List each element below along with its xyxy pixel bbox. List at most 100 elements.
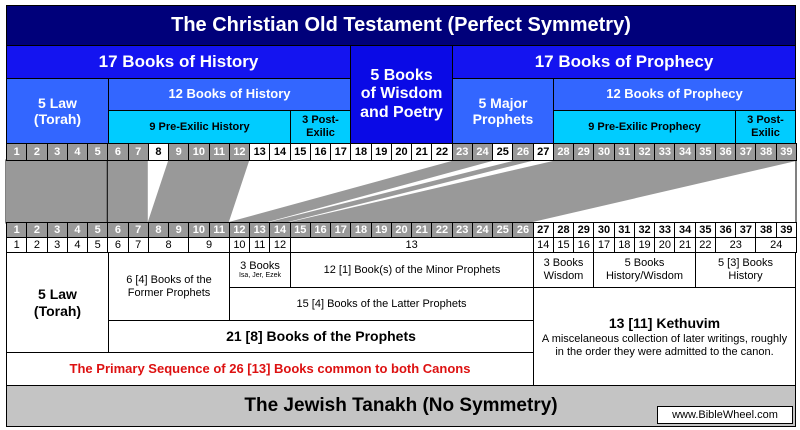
reordered-book-number: 35 [694, 222, 716, 238]
reordered-book-number: 6 [107, 222, 129, 238]
kethuvim: 13 [11] Kethuvim A miscelaneous collecti… [533, 287, 796, 386]
tanakh-book-number: 19 [633, 237, 656, 253]
christian-book-number: 26 [512, 143, 534, 161]
christian-book-number: 38 [755, 143, 777, 161]
reordered-book-number: 3 [46, 222, 68, 238]
christian-book-number: 22 [431, 143, 453, 161]
tanakh-book-number: 8 [147, 237, 190, 253]
former-prophets: 6 [4] Books of the Former Prophets [108, 252, 230, 321]
reordered-book-number: 1 [6, 222, 28, 238]
three-books-sub: Isa, Jer, Ezek [238, 272, 282, 280]
christian-title: The Christian Old Testament (Perfect Sym… [6, 5, 796, 46]
book-mapping-shape [269, 161, 532, 222]
reordered-book-number: 39 [775, 222, 797, 238]
reordered-book-number: 4 [66, 222, 89, 238]
christian-book-number: 19 [370, 143, 392, 161]
three-major-books: 3 Books Isa, Jer, Ezek [229, 252, 291, 288]
law-line1: 5 Law [38, 94, 77, 111]
three-books-label: 3 Books [240, 259, 280, 272]
kethuvim-title: 13 [11] Kethuvim [608, 314, 721, 331]
reordered-book-number: 8 [147, 222, 170, 238]
histwis-line1: 5 Books [624, 257, 665, 270]
reordered-book-number: 22 [431, 222, 453, 238]
tanakh-book-number: 12 [269, 237, 291, 253]
law-torah-header: 5 Law (Torah) [6, 78, 109, 144]
former-line2: Former Prophets [127, 286, 211, 299]
tanakh-book-number: 2 [26, 237, 48, 253]
website-label: www.BibleWheel.com [657, 406, 793, 424]
prophets-21: 21 [8] Books of the Prophets [108, 320, 534, 353]
reordered-book-number: 37 [735, 222, 757, 238]
christian-book-number: 12 [228, 143, 251, 161]
tanakh-book-number: 13 [289, 237, 534, 253]
tanakh-book-number: 6 [107, 237, 129, 253]
kethuvim-description: A miscelaneous collection of later writi… [541, 332, 788, 358]
christian-book-number: 10 [188, 143, 210, 161]
post-exilic-history: 3 Post- Exilic [290, 110, 351, 144]
tanakh-book-number: 21 [674, 237, 696, 253]
histwis-line2: History/Wisdom [605, 270, 683, 282]
christian-book-number: 25 [492, 143, 514, 161]
christian-book-number: 21 [411, 143, 433, 161]
hist-line2: History [728, 270, 763, 282]
christian-book-number: 30 [593, 143, 615, 161]
tanakh-book-number: 1 [6, 237, 28, 253]
tanakh-law-torah: 5 Law (Torah) [6, 252, 109, 353]
law-line2: (Torah) [33, 111, 82, 127]
reordered-book-number: 36 [714, 222, 737, 238]
reordered-book-number: 7 [127, 222, 149, 238]
tanakh-book-number: 5 [87, 237, 109, 253]
book-mapping-shape [289, 161, 796, 222]
wisdom-line2: of Wisdom [360, 85, 443, 103]
reordered-book-number: 14 [269, 222, 291, 238]
christian-book-number: 17 [330, 143, 352, 161]
reordered-book-number: 31 [613, 222, 635, 238]
reordered-book-number: 30 [593, 222, 615, 238]
christian-book-number: 32 [633, 143, 656, 161]
wisdom-line1: 5 Books [370, 66, 433, 84]
reordered-book-number: 12 [228, 222, 251, 238]
tanakh-book-number: 23 [714, 237, 757, 253]
major-prophets-header: 5 Major Prophets [452, 78, 554, 144]
tanakh-book-number: 18 [613, 237, 635, 253]
christian-book-number: 27 [532, 143, 554, 161]
latter-prophets: 15 [4] Books of the Latter Prophets [229, 287, 534, 321]
reordered-book-number: 17 [330, 222, 352, 238]
history-wisdom-5: 5 Books History/Wisdom [593, 252, 696, 288]
tanakh-book-number: 7 [127, 237, 149, 253]
christian-book-number: 6 [107, 143, 129, 161]
reordered-book-number: 34 [674, 222, 696, 238]
christian-book-number: 7 [127, 143, 149, 161]
tanakh-book-number: 15 [552, 237, 575, 253]
christian-book-number: 35 [694, 143, 716, 161]
wisdom-poetry-header: 5 Books of Wisdom and Poetry [350, 45, 453, 144]
reordered-book-number: 24 [471, 222, 494, 238]
christian-book-number: 34 [674, 143, 696, 161]
christian-book-number: 39 [775, 143, 797, 161]
book-mapping-shape [228, 161, 493, 222]
reordered-book-number: 5 [87, 222, 109, 238]
reordered-book-number: 11 [208, 222, 230, 238]
reordered-book-number: 26 [512, 222, 534, 238]
christian-book-number: 29 [573, 143, 595, 161]
wisdom-line1: 3 Books [543, 257, 584, 270]
wisdom-line2: Wisdom [543, 270, 584, 282]
pre-exilic-history: 9 Pre-Exilic History [108, 110, 291, 144]
reordered-book-number: 27 [532, 222, 554, 238]
history-12-header: 12 Books of History [108, 78, 351, 111]
hist-line1: 5 [3] Books [717, 257, 774, 270]
reordered-book-number: 29 [573, 222, 595, 238]
law-line1: 5 Law [38, 286, 77, 303]
tanakh-book-number: 3 [46, 237, 68, 253]
christian-book-number: 9 [168, 143, 190, 161]
christian-book-number: 2 [26, 143, 48, 161]
reordered-book-number: 10 [188, 222, 210, 238]
christian-book-number: 14 [269, 143, 291, 161]
major-line1: 5 Major [478, 94, 528, 111]
christian-book-number: 15 [289, 143, 311, 161]
post-line2: Exilic [306, 127, 335, 139]
reordered-book-number: 9 [168, 222, 190, 238]
christian-book-number: 33 [654, 143, 676, 161]
law-line2: (Torah) [33, 302, 82, 319]
